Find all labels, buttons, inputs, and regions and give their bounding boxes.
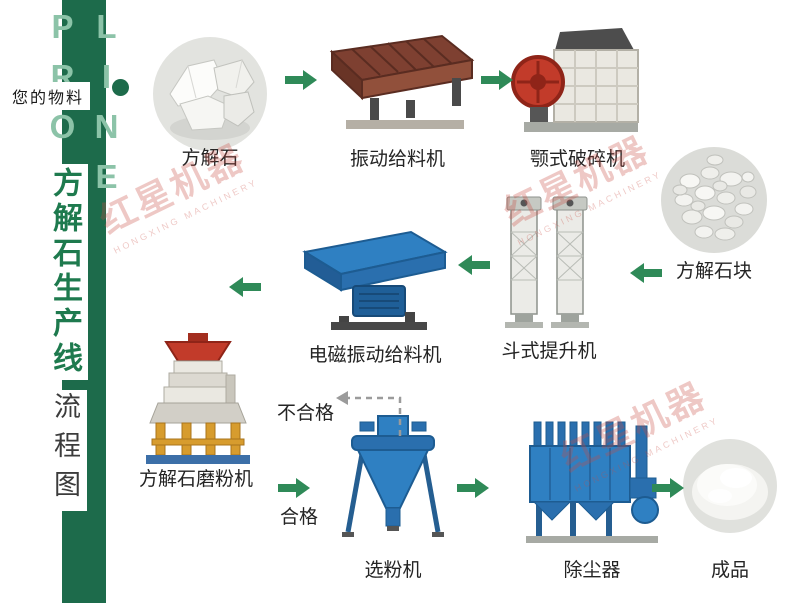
dust-collector-label: 除尘器 (563, 560, 621, 581)
arrow-right-icon (481, 70, 513, 90)
calcite-lumps-photo (660, 146, 768, 254)
powder-classifier-illustration (332, 410, 454, 546)
arrow-right-icon (457, 478, 489, 498)
calcite-lumps-label: 方解石块 (675, 261, 752, 282)
electromagnetic-feeder-label: 电磁振动给料机 (308, 345, 442, 366)
arrow-left-icon (458, 255, 490, 275)
grinding-mill-illustration (138, 333, 258, 465)
calcite-photo (152, 36, 268, 152)
mill-label: 方解石磨粉机 (138, 469, 253, 490)
product-label: 成品 (710, 560, 749, 581)
arrow-right-icon (278, 478, 310, 498)
jaw-crusher-label: 颚式破碎机 (529, 149, 625, 170)
your-material-label: 您的物料 (6, 82, 91, 110)
qualified-label: 合格 (280, 507, 319, 528)
arrow-left-icon (630, 263, 662, 283)
page-subtitle-vertical: 流程图 (44, 390, 87, 511)
bucket-elevator-illustration (503, 192, 593, 332)
finished-product-photo (682, 438, 778, 534)
page-title-vertical: 方解石生产线 (40, 164, 88, 380)
material-dot-icon (112, 79, 129, 96)
unqualified-label: 不合格 (277, 403, 335, 424)
arrow-right-icon (652, 478, 684, 498)
dust-collector-illustration (518, 414, 663, 546)
vibrating-feeder-label: 振动给料机 (349, 149, 445, 170)
recycle-dashed-arrow (336, 391, 402, 436)
vibrating-feeder-illustration (318, 30, 476, 138)
bucket-elevator-label: 斗式提升机 (501, 341, 597, 362)
electromagnetic-feeder-illustration (293, 226, 453, 331)
jaw-crusher-illustration (510, 24, 645, 142)
arrow-left-icon (229, 277, 261, 297)
classifier-label: 选粉机 (364, 560, 422, 581)
arrow-right-icon (285, 70, 317, 90)
calcite-label: 方解石 (181, 148, 239, 169)
